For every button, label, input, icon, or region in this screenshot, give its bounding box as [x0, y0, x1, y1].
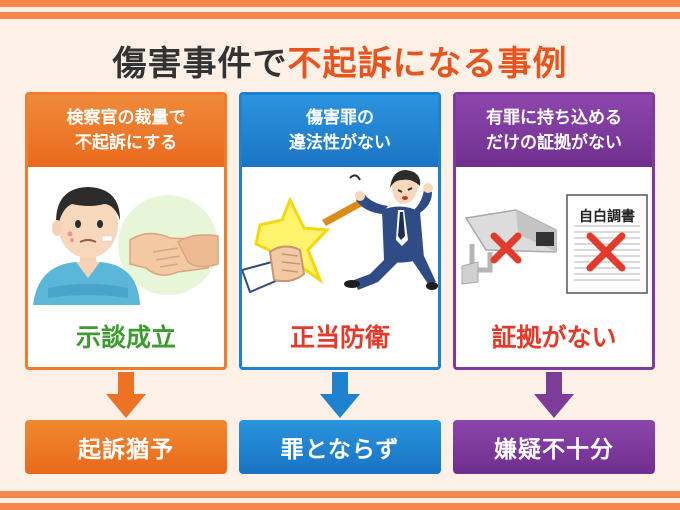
- result-insufficient-suspicion: 嫌疑不十分: [453, 420, 655, 474]
- arrow-down-icon: [320, 372, 360, 418]
- no-evidence-illustration: 自白調書: [456, 170, 652, 305]
- document-title: 自白調書: [579, 209, 635, 225]
- no-evidence-camera-document-icon: [461, 194, 648, 294]
- title-part-1: 傷害事件で: [112, 44, 288, 84]
- bottom-stripe-2: [0, 503, 680, 510]
- card-label: 正当防衛: [289, 323, 390, 352]
- card-header-line-1: 傷害罪の: [306, 108, 374, 129]
- arrow-down-icon: [534, 372, 574, 418]
- card-label: 証拠がない: [491, 323, 617, 352]
- card-header: 検察官の裁量で 不起訴にする: [28, 95, 224, 167]
- card-label: 示談成立: [75, 323, 176, 352]
- card-header-line-2: だけの証拠がない: [486, 133, 622, 153]
- card-no-evidence: 有罪に持ち込める だけの証拠がない 自白調書 証拠がない: [453, 92, 655, 370]
- self-defense-punch-icon: [242, 170, 438, 294]
- result-prosecution-suspended: 起訴猶予: [25, 420, 227, 474]
- top-stripe-2: [0, 12, 680, 19]
- arrow-down-icon: [106, 372, 146, 418]
- card-settlement: 検察官の裁量で 不起訴にする 示談成立: [25, 92, 227, 370]
- man-handshake-icon: [33, 187, 219, 305]
- bottom-stripe-1: [0, 491, 680, 498]
- title-part-2: 不起訴になる事例: [287, 44, 568, 84]
- card-header: 有罪に持ち込める だけの証拠がない: [456, 95, 652, 167]
- card-header-line-1: 検察官の裁量で: [66, 108, 186, 129]
- card-self-defense: 傷害罪の 違法性がない 正当防衛: [239, 92, 441, 370]
- top-stripe-1: [0, 0, 680, 7]
- page-title: 傷害事件で不起訴になる事例: [0, 36, 680, 85]
- card-header-line-1: 有罪に持ち込める: [486, 108, 622, 129]
- result-not-a-crime: 罪とならず: [239, 420, 441, 474]
- card-header-line-2: 不起訴にする: [74, 133, 178, 153]
- card-header: 傷害罪の 違法性がない: [242, 95, 438, 167]
- card-header-line-2: 違法性がない: [289, 133, 391, 153]
